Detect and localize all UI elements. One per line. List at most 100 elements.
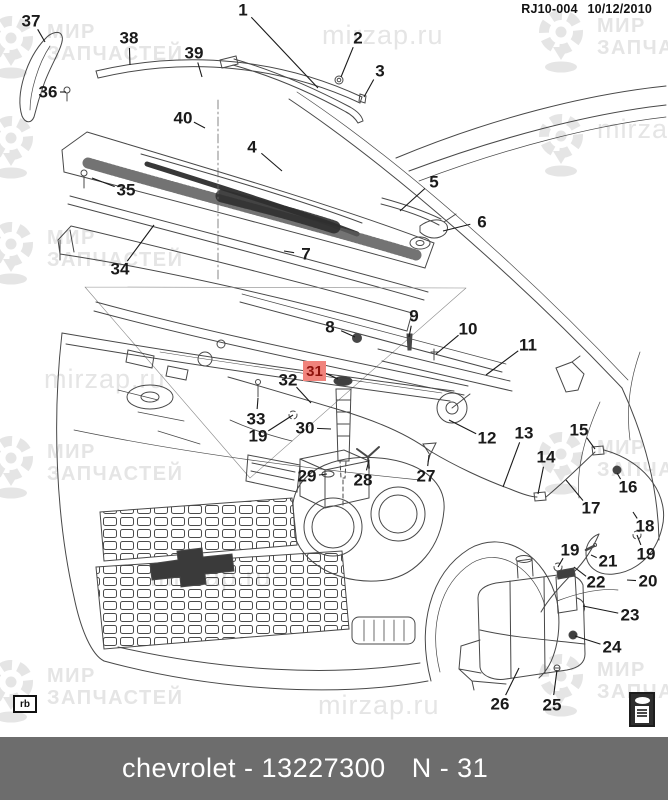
doc-code: RJ10-004 xyxy=(521,2,578,16)
callout-11[interactable]: 11 xyxy=(519,336,537,355)
callout-19[interactable]: 19 xyxy=(249,427,268,446)
callout-leader xyxy=(485,350,519,376)
highlighted-callout-31[interactable]: 31 xyxy=(303,361,326,381)
callout-leader xyxy=(502,442,521,488)
callout-37[interactable]: 37 xyxy=(22,12,41,31)
footer-part-number: chevrolet - 13227300 xyxy=(122,753,386,783)
callout-leader xyxy=(557,557,564,568)
callout-34[interactable]: 34 xyxy=(111,260,130,279)
callout-35[interactable]: 35 xyxy=(117,181,136,200)
watermark-site: mirzap.ru xyxy=(44,360,166,395)
callout-leader xyxy=(126,224,155,262)
callout-leader xyxy=(250,16,319,89)
callout-3[interactable]: 3 xyxy=(375,62,384,81)
callout-leader xyxy=(427,454,430,467)
callout-leader xyxy=(283,250,295,254)
doc-date: 10/12/2010 xyxy=(587,2,652,16)
callout-leader xyxy=(435,334,459,355)
callout-14[interactable]: 14 xyxy=(537,448,556,467)
callout-leader xyxy=(565,479,584,501)
callout-1[interactable]: 1 xyxy=(238,1,247,20)
watermark-site: mirzap.ru xyxy=(322,16,444,51)
revision-mark-box: rb xyxy=(13,695,37,713)
callout-36[interactable]: 36 xyxy=(39,83,58,102)
callout-leader xyxy=(37,29,46,43)
callout-4[interactable]: 4 xyxy=(247,138,257,157)
callout-leader xyxy=(586,437,596,450)
mirzap-logo-icon xyxy=(539,654,583,717)
callout-30[interactable]: 30 xyxy=(296,419,315,438)
callout-8[interactable]: 8 xyxy=(325,318,334,337)
callout-7[interactable]: 7 xyxy=(301,245,310,264)
callout-40[interactable]: 40 xyxy=(174,109,193,128)
callout-leader xyxy=(340,330,356,338)
callout-leader xyxy=(316,427,332,430)
mirzap-logo-icon xyxy=(0,436,33,499)
watermark-site-text: mirzap.ru xyxy=(318,690,440,720)
callout-leader xyxy=(616,472,622,480)
callout-10[interactable]: 10 xyxy=(459,320,478,339)
callout-18[interactable]: 18 xyxy=(636,517,655,536)
callout-16[interactable]: 16 xyxy=(619,478,638,497)
parts-diagram-drawing xyxy=(19,31,667,691)
callout-13[interactable]: 13 xyxy=(515,424,534,443)
callout-20[interactable]: 20 xyxy=(639,572,658,591)
mirzap-logo-icon xyxy=(0,660,33,723)
mirzap-logo-icon xyxy=(0,116,33,179)
callout-2[interactable]: 2 xyxy=(353,29,362,48)
callout-leader xyxy=(340,46,354,78)
callout-29[interactable]: 29 xyxy=(298,467,317,486)
callout-leader xyxy=(197,62,203,78)
callout-23[interactable]: 23 xyxy=(621,606,640,625)
callout-leader xyxy=(296,386,312,404)
callout-27[interactable]: 27 xyxy=(417,467,436,486)
callout-32[interactable]: 32 xyxy=(279,371,298,390)
callout-leader xyxy=(365,459,370,471)
callout-5[interactable]: 5 xyxy=(429,173,438,192)
callout-leader xyxy=(537,466,545,495)
mirzap-logo-icon xyxy=(539,10,583,73)
callout-9[interactable]: 9 xyxy=(409,307,418,326)
callout-6[interactable]: 6 xyxy=(477,213,486,232)
callout-19[interactable]: 19 xyxy=(637,545,656,564)
callout-12[interactable]: 12 xyxy=(478,429,497,448)
callout-38[interactable]: 38 xyxy=(120,29,139,48)
revision-mark-label: rb xyxy=(20,698,30,710)
callout-leader xyxy=(399,188,426,212)
stamp-oval xyxy=(634,697,650,704)
callout-leader xyxy=(267,414,294,432)
callout-22[interactable]: 22 xyxy=(587,573,606,592)
watermark-site-text: mirzap.ru xyxy=(44,364,166,394)
callout-33[interactable]: 33 xyxy=(247,410,266,429)
callout-15[interactable]: 15 xyxy=(570,421,589,440)
footer-bar: chevrolet - 13227300 N - 31 xyxy=(0,737,668,800)
callout-leader xyxy=(636,534,642,546)
callout-leader xyxy=(91,177,115,188)
callout-26[interactable]: 26 xyxy=(491,695,510,714)
callout-leader xyxy=(448,419,477,435)
callout-39[interactable]: 39 xyxy=(185,44,204,63)
callout-24[interactable]: 24 xyxy=(603,638,622,657)
watermark-logo-site: mirzap.ru xyxy=(534,110,668,180)
callout-19[interactable]: 19 xyxy=(561,541,580,560)
callout-leader xyxy=(505,667,520,696)
callout-28[interactable]: 28 xyxy=(354,471,373,490)
callout-25[interactable]: 25 xyxy=(543,696,562,715)
parts-stamp-icon xyxy=(629,692,655,727)
footer-sheet-number: N - 31 xyxy=(411,753,489,783)
callout-leader xyxy=(408,325,412,338)
callout-leader xyxy=(128,47,131,66)
watermark-site: mirzap.ru xyxy=(318,686,440,721)
callout-21[interactable]: 21 xyxy=(599,552,618,571)
callout-leader xyxy=(442,223,471,232)
callout-17[interactable]: 17 xyxy=(582,499,601,518)
callout-leader xyxy=(574,635,601,645)
